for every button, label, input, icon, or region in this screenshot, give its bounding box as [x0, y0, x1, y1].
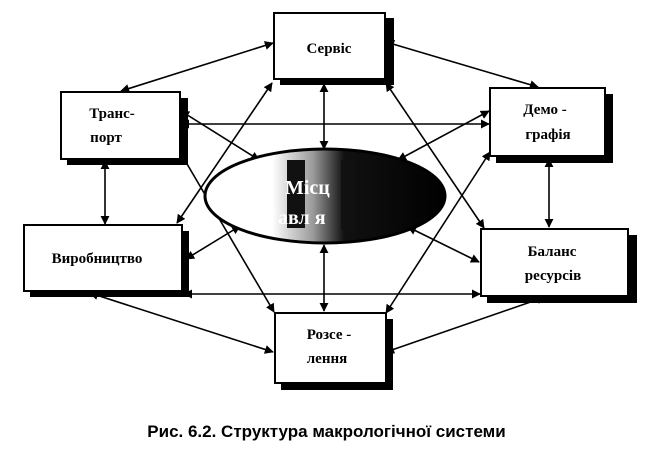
node-production-label: Виробництво: [52, 251, 143, 267]
figure-caption: Рис. 6.2. Структура макрологічної систем…: [147, 422, 506, 441]
edge-center-transport: [180, 110, 260, 161]
node-settlement-label-2: лення: [307, 351, 347, 367]
node-resources-label-1: Баланс: [528, 244, 577, 260]
node-settlement: Розсе - лення: [274, 312, 393, 390]
node-resources: Баланс ресурсів: [480, 228, 637, 303]
node-demography: Демо - графія: [489, 87, 613, 163]
center-ellipse: Місц авл я: [203, 147, 447, 245]
connections: [89, 39, 554, 354]
center-label-line2: авл я: [278, 207, 326, 229]
edge-service-demography: [385, 39, 539, 90]
node-production: Виробництво: [23, 224, 189, 297]
node-service-label: Сервіс: [307, 41, 352, 57]
node-demography-label-2: графія: [525, 127, 570, 143]
edge-service-transport: [120, 41, 274, 93]
node-demography-label-1: Демо -: [523, 102, 566, 118]
node-transport-label-2: порт: [90, 130, 122, 146]
edge-center-production: [185, 225, 241, 260]
node-transport-label-1: Транс-: [89, 106, 135, 122]
edge-center-resources: [407, 226, 480, 263]
node-service: Сервіс: [273, 12, 394, 85]
edge-center-demography: [397, 110, 490, 161]
edge-resources-settlement: [385, 295, 546, 354]
edge-production-settlement: [89, 291, 274, 354]
node-resources-label-2: ресурсів: [525, 268, 581, 284]
node-transport: Транс- порт: [60, 91, 188, 165]
center-label-line1: Місц: [285, 177, 330, 199]
node-settlement-label-1: Розсе -: [307, 327, 352, 343]
